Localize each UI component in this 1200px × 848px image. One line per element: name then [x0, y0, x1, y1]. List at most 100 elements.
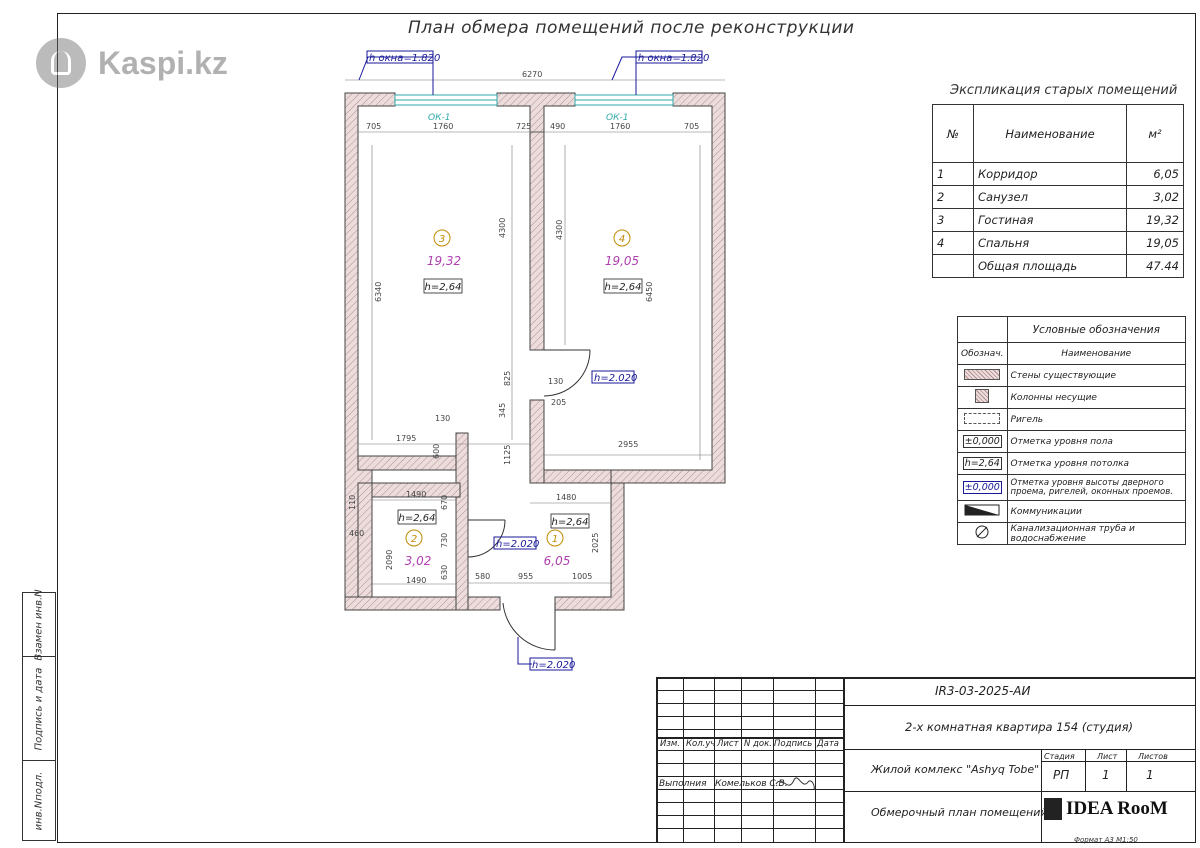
- stamp-col-sign: Подпись: [774, 739, 813, 749]
- side-strip-cell: Взамен инв.N: [22, 589, 56, 660]
- tags: h окна=1.820 h окна=1.820 ОК-1 ОК-1 h=2.…: [366, 50, 709, 671]
- room-2-number: 2: [411, 534, 417, 545]
- stamp-col-izm: Изм.: [660, 739, 680, 749]
- kaspi-logo-icon: [36, 38, 86, 88]
- room-texts: 3 19,32 h=2,64 4 19,05 h=2,64 2 3,02 h=2…: [397, 234, 643, 568]
- expl-header-name: Наименование: [973, 104, 1127, 163]
- legend-col-name: Наименование: [1006, 342, 1187, 365]
- stamp-sheet: 1: [1102, 768, 1110, 782]
- kaspi-logo-text: Kaspi.kz: [98, 44, 228, 81]
- dim: 630: [440, 565, 449, 580]
- dimension-values: 6270 705 1760 725 490 1760 705 4300 4300…: [348, 70, 699, 585]
- stamp-performed-label: Выполния: [659, 779, 707, 789]
- dim: 1125: [503, 445, 512, 465]
- opening-level-symbol: ±0,000: [962, 481, 1002, 494]
- room-3-height: h=2,64: [425, 282, 462, 293]
- dim: 6340: [374, 282, 383, 302]
- dim: 725: [516, 122, 531, 131]
- side-strip-cell: инв.Nподл.: [22, 760, 56, 841]
- dim: 4300: [555, 220, 564, 240]
- table-row: 4 Спальня 19,05: [932, 231, 1184, 255]
- room-2-area: 3,02: [405, 554, 432, 568]
- stamp-col-date: Дата: [817, 739, 840, 749]
- dim: 825: [503, 371, 512, 386]
- dim: 205: [551, 398, 566, 407]
- company-name: IDEA RooM: [1066, 798, 1168, 819]
- dim: 1795: [396, 434, 416, 443]
- column-symbol-icon: [975, 389, 990, 403]
- stamp-stage: РП: [1053, 768, 1070, 782]
- room-4-number: 4: [619, 234, 625, 245]
- stamp-col-doc: N док.: [744, 739, 772, 749]
- stamp-sheet-title: Обмерочный план помещений: [871, 806, 1048, 819]
- room-4-area: 19,05: [605, 254, 639, 268]
- explication-title: Экспликация старых помещений: [950, 83, 1178, 98]
- explication-table: № Наименование м² 1 Корридор 6,05 2 Сану…: [932, 104, 1184, 278]
- door-tag-bedroom: h=2.020: [594, 373, 637, 384]
- room-3-area: 19,32: [427, 254, 461, 268]
- dim: 130: [548, 377, 563, 386]
- dim: 730: [440, 533, 449, 548]
- window-mark-2: ОК-1: [606, 113, 628, 123]
- company-brand: IDEA RooM: [1044, 795, 1192, 823]
- dim: 1480: [556, 493, 576, 502]
- legend-row: ±0,000 Отметка уровня высоты дверного пр…: [957, 474, 1187, 501]
- table-row: 3 Гостиная 19,32: [932, 208, 1184, 232]
- signature-scribble: [775, 777, 815, 791]
- dim: 1005: [572, 572, 592, 581]
- side-strip-cell: Подпись и дата: [22, 656, 56, 761]
- legend-title: Условные обозначения: [1006, 316, 1187, 343]
- floor-level-symbol: ±0,000: [962, 435, 1002, 448]
- dim: 1760: [433, 122, 453, 131]
- stamp-stage-header: Стадия: [1044, 752, 1075, 761]
- window-height-tag-2: h окна=1.820: [638, 53, 709, 64]
- stamp-col-list: Лист: [717, 739, 739, 749]
- walls: [344, 92, 726, 611]
- window-mark-1: ОК-1: [428, 113, 450, 123]
- dim: 4300: [498, 218, 507, 238]
- stamp-performer: Комельков С.В.: [715, 779, 788, 789]
- table-row: 2 Санузел 3,02: [932, 185, 1184, 209]
- dim: 130: [435, 414, 450, 423]
- sewer-pipe-icon: [975, 525, 989, 539]
- room-2-marker: [405, 529, 423, 547]
- room-4-marker: [613, 229, 631, 247]
- dim: 1760: [610, 122, 630, 131]
- dim: 460: [349, 529, 364, 538]
- dim: 6450: [645, 282, 654, 302]
- legend-row: Колонны несущие: [957, 386, 1187, 409]
- room-3-marker: [433, 229, 451, 247]
- ceiling-level-symbol: h=2,64: [962, 457, 1002, 470]
- legend-table: Условные обозначения Обознач. Наименован…: [957, 316, 1187, 545]
- room-markers: [405, 229, 631, 547]
- title-block: [656, 677, 1196, 843]
- wall-symbol-icon: [964, 368, 1001, 380]
- door-tag-entrance: h=2.020: [532, 660, 575, 671]
- sheet-format: Формат А3 М1:50: [1074, 836, 1138, 844]
- drawing-frame: [57, 13, 1196, 843]
- dim-total-width: 6270: [522, 70, 542, 79]
- dim: 955: [518, 572, 533, 581]
- legend-row: ±0,000 Отметка уровня пола: [957, 430, 1187, 453]
- legend-row: Коммуникации: [957, 500, 1187, 523]
- windows: [394, 94, 674, 106]
- dim: 490: [550, 122, 565, 131]
- legend-row: Ригель: [957, 408, 1187, 431]
- legend-row: Канализационная труба и водоснабжение: [957, 522, 1187, 545]
- dim: 705: [366, 122, 381, 131]
- dim: 670: [440, 495, 449, 510]
- room-1-height: h=2,64: [552, 517, 589, 528]
- stamp-object: 2-х комнатная квартира 154 (студия): [905, 720, 1133, 734]
- dim: 1490: [406, 576, 426, 585]
- communications-icon: [964, 504, 1000, 516]
- dim: 580: [475, 572, 490, 581]
- stamp-sheets: 1: [1146, 768, 1154, 782]
- stamp-complex: Жилой комлекс "Ashyq Tobe": [871, 763, 1040, 776]
- dim: 600: [432, 444, 441, 459]
- room-1-marker: [546, 529, 564, 547]
- stamp-sheets-header: Листов: [1138, 752, 1168, 761]
- legend-col-symbol: Обознач.: [957, 342, 1008, 365]
- window-height-tag-1: h окна=1.820: [369, 53, 440, 64]
- stamp-code: IR3-03-2025-АИ: [935, 684, 1031, 698]
